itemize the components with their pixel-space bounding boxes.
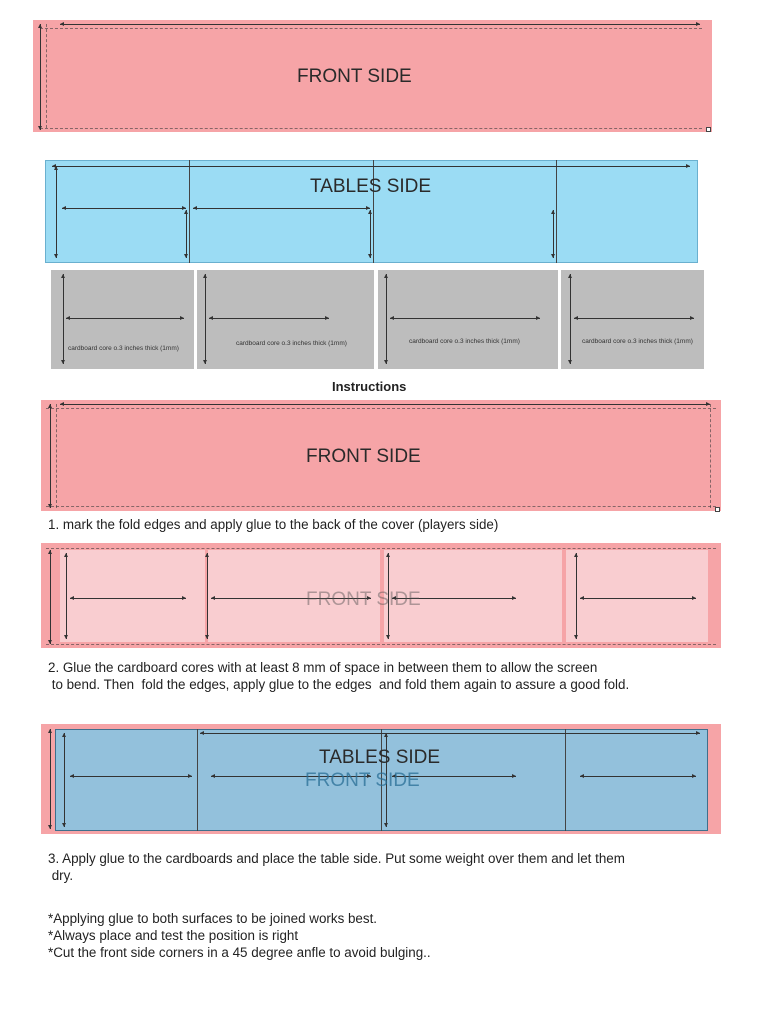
section-width-arrow-1 (62, 206, 186, 210)
width-dimension-arrow (60, 22, 700, 26)
core-overlay-3 (384, 550, 562, 642)
note-1: *Applying glue to both surfaces to be jo… (48, 911, 378, 926)
fold-line-right (710, 404, 711, 508)
corner-marker (706, 127, 711, 132)
fold-line-bottom (40, 128, 702, 129)
core-height-arrow-1 (62, 733, 66, 827)
height-dimension-arrow (54, 166, 58, 258)
cardboard-core-label-4: cardboard core o.3 inches thick (1mm) (582, 338, 693, 345)
step-2-text-line2: to bend. Then fold the edges, apply glue… (48, 677, 630, 692)
tables-side-label: TABLES SIDE (310, 176, 432, 197)
tables-side-label-step3: TABLES SIDE (319, 747, 441, 768)
note-2: *Always place and test the position is r… (48, 928, 299, 943)
front-side-label-step1: FRONT SIDE (306, 446, 421, 467)
section-width-arrow-2 (193, 206, 370, 210)
core-height-arrow-1 (64, 553, 68, 639)
core-width-arrow-1 (70, 774, 192, 778)
fold-line-left (56, 404, 57, 508)
section-height-arrow-2 (368, 210, 372, 258)
corner-marker (715, 507, 720, 512)
core-width-arrow-4 (574, 316, 694, 320)
panel-divider-1 (189, 160, 190, 263)
panel-divider-1 (197, 729, 198, 831)
cardboard-core-label-3: cardboard core o.3 inches thick (1mm) (409, 338, 520, 345)
front-side-ghost-label-step3: FRONT SIDE (305, 770, 420, 791)
cardboard-core-3 (378, 270, 558, 369)
front-side-panel-step1 (41, 400, 721, 511)
panel-divider-2 (381, 729, 382, 831)
fold-line-top (40, 28, 702, 29)
core-width-arrow-2 (211, 596, 371, 600)
height-dimension-arrow (48, 729, 52, 829)
cardboard-core-label-1: cardboard core o.3 inches thick (1mm) (68, 345, 179, 352)
core-height-arrow-2 (203, 274, 207, 364)
cardboard-core-4 (561, 270, 704, 369)
panel-divider-2 (373, 160, 374, 263)
fold-line-top (46, 408, 716, 409)
cardboard-core-2 (197, 270, 374, 369)
core-height-arrow-4 (568, 274, 572, 364)
note-3: *Cut the front side corners in a 45 degr… (48, 945, 431, 960)
core-height-arrow-3 (384, 274, 388, 364)
core-overlay-2 (208, 550, 380, 642)
core-height-arrow-2 (205, 553, 209, 639)
core-height-arrow-1 (61, 274, 65, 364)
cardboard-core-label-2: cardboard core o.3 inches thick (1mm) (236, 340, 347, 347)
panel-divider-3 (565, 729, 566, 831)
core-overlay-1 (60, 550, 205, 642)
core-width-arrow-1 (70, 596, 186, 600)
cardboard-core-1 (51, 270, 194, 369)
step-2-text-line1: 2. Glue the cardboard cores with at leas… (48, 660, 598, 675)
fold-line-top (46, 548, 716, 549)
core-width-arrow-3 (390, 316, 540, 320)
front-side-label: FRONT SIDE (297, 66, 412, 87)
core-width-arrow-4 (580, 774, 696, 778)
fold-line-left (46, 24, 47, 128)
core-width-arrow-3 (392, 596, 516, 600)
width-dimension-arrow (60, 402, 710, 406)
core-width-arrow-2 (209, 316, 329, 320)
core-height-arrow-2 (384, 733, 388, 827)
width-dimension-arrow (200, 731, 700, 735)
core-overlay-4 (566, 550, 708, 642)
instructions-heading: Instructions (332, 379, 407, 394)
height-dimension-arrow (48, 550, 52, 644)
core-height-arrow-3 (386, 553, 390, 639)
front-side-panel (33, 20, 712, 132)
section-height-arrow-1 (184, 210, 188, 258)
front-side-ghost-label: FRONT SIDE (306, 589, 421, 610)
core-width-arrow-3 (392, 774, 516, 778)
core-height-arrow-4 (574, 553, 578, 639)
width-dimension-arrow (52, 164, 690, 168)
section-height-arrow-3 (551, 210, 555, 258)
core-width-arrow-2 (211, 774, 371, 778)
panel-divider-3 (556, 160, 557, 263)
fold-line-bottom (46, 506, 716, 507)
core-width-arrow-4 (580, 596, 696, 600)
fold-line-bottom (46, 644, 716, 645)
height-dimension-arrow (48, 404, 52, 508)
core-width-arrow-1 (66, 316, 184, 320)
step-1-text: 1. mark the fold edges and apply glue to… (48, 517, 499, 532)
step-3-text-line1: 3. Apply glue to the cardboards and plac… (48, 851, 625, 866)
height-dimension-arrow (38, 24, 42, 130)
step-3-text-line2: dry. (48, 868, 74, 883)
